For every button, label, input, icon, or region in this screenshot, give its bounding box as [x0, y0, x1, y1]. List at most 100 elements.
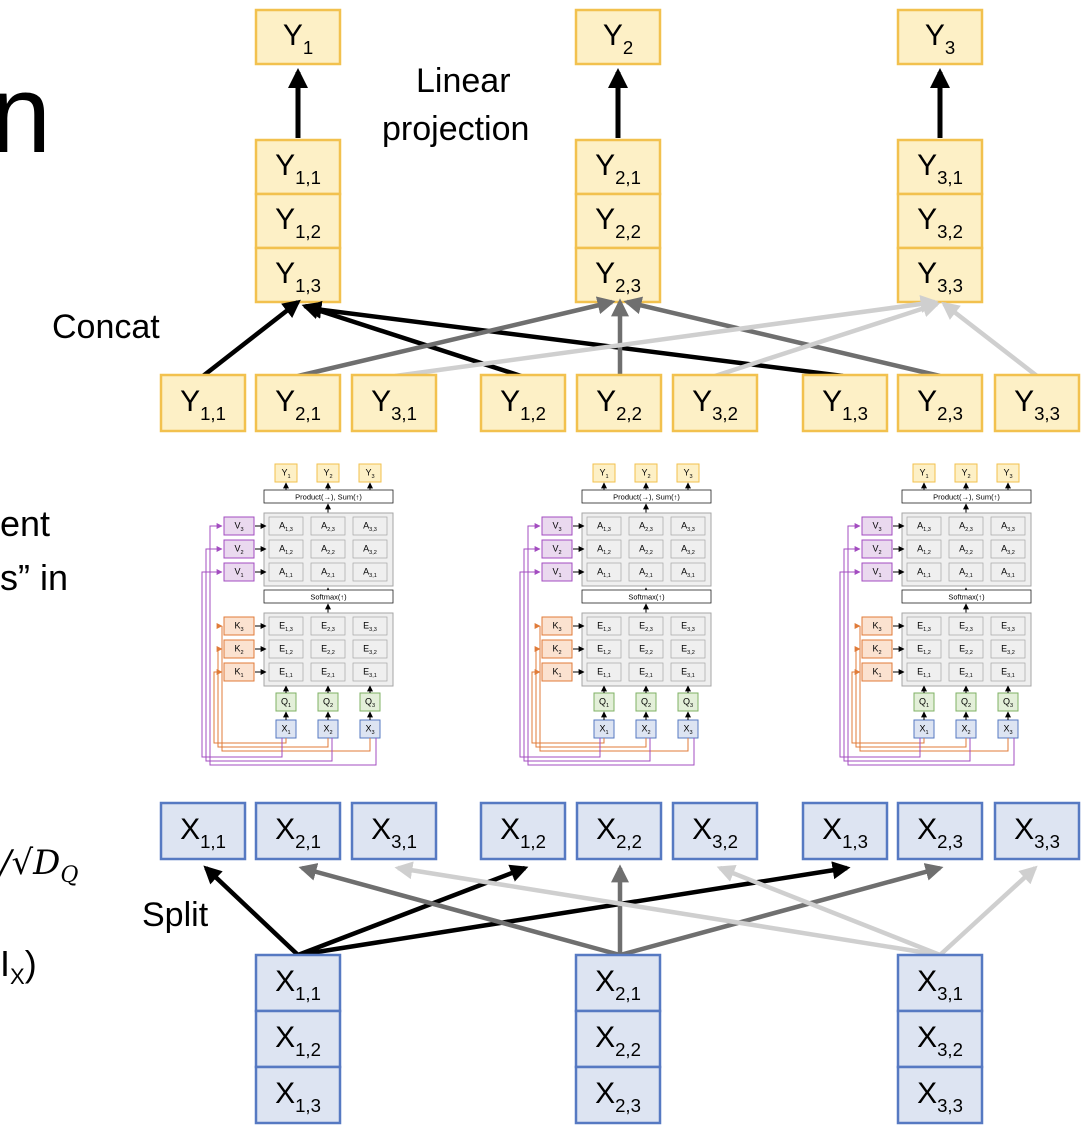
k-box-1: K3 [861, 616, 893, 636]
e-cell-1-1-label-base: E [279, 620, 285, 630]
clipped-formula: /√DQ [0, 846, 78, 887]
e-cell-1-2: E2,3 [310, 616, 346, 636]
output-y1-box-rect [254, 8, 342, 66]
k-box-3-label-base: K [234, 666, 240, 676]
y-stack-2-cell-2: Y2,2 [574, 192, 662, 250]
e-cell-2-3-label: E3,2 [681, 643, 695, 656]
e-cell-1-2: E2,3 [948, 616, 984, 636]
e-cell-1-3-label-sub: 3,3 [369, 627, 377, 633]
y-stack-2-cell-1-label: Y2,1 [595, 149, 641, 188]
e-cell-1-3: E3,3 [670, 616, 706, 636]
a-cell-3-1-rect [586, 562, 622, 582]
y-stack-1-cell-3-label-base: Y [275, 257, 295, 290]
v-box-2-rect [861, 539, 893, 559]
e-cell-1-2-rect [310, 616, 346, 636]
split-x-box-8-label-sub: 2,3 [937, 831, 963, 852]
k-box-3-label-sub: 1 [558, 673, 561, 679]
product-sum-text: Product(→), Sum(↑) [295, 493, 362, 502]
a-cell-3-2-rect [310, 562, 346, 582]
e-cell-2-3-label-sub: 3,2 [1007, 650, 1015, 656]
k-box-3-label-sub: 1 [878, 673, 881, 679]
a-cell-3-3-label: A3,1 [681, 566, 695, 579]
x-to-k-route-1 [213, 669, 287, 744]
y-stack-2-cell-1: Y2,1 [574, 138, 662, 196]
x-box-2-label-sub: 2 [329, 730, 332, 736]
x-to-v-route-1 [839, 569, 921, 758]
concat-y-box-2-label-sub: 2,1 [295, 403, 321, 424]
e-cell-3-1-rect [586, 662, 622, 682]
split-x-box-5-label-base: X [596, 813, 616, 846]
y-stack-1-cell-1-label: Y1,1 [275, 149, 321, 188]
a-cell-3-2: A2,1 [310, 562, 346, 582]
k-box-2: K2 [223, 639, 255, 659]
clipped-formula-sub: Q [60, 862, 79, 888]
x-box-2: X2 [635, 719, 657, 739]
x-to-v-route-3 [209, 523, 377, 766]
v-box-1-label: V3 [872, 520, 881, 533]
y-stack-1-cell-2-label-base: Y [275, 203, 295, 236]
e-cell-1-3-label-base: E [1001, 620, 1007, 630]
e-cell-3-3-label-base: E [363, 666, 369, 676]
e-cell-2-2-label-base: E [959, 643, 965, 653]
a-cell-3-3-label-base: A [363, 566, 369, 576]
e-cell-2-1-label-sub: 1,2 [285, 650, 293, 656]
a-cell-1-1-label-base: A [917, 520, 923, 530]
q-box-1-label: Q1 [919, 696, 929, 709]
e-cell-1-3: E3,3 [990, 616, 1026, 636]
e-cell-2-3: E3,2 [990, 639, 1026, 659]
e-cell-3-1-label-base: E [279, 666, 285, 676]
split-x-box-6-rect [671, 801, 759, 861]
concat-y-box-3-rect [350, 373, 438, 433]
a-cell-2-3-rect [990, 539, 1026, 559]
output-y1-box: Y1 [254, 8, 342, 66]
concat-y-box-5: Y2,2 [575, 373, 663, 433]
a-cell-1-2: A2,3 [948, 516, 984, 536]
clipped-title-fragment: n [0, 53, 52, 176]
e-cell-2-3-rect [670, 639, 706, 659]
k-box-2: K2 [541, 639, 573, 659]
x-box-3-label-base: X [365, 723, 371, 733]
concat-arrow-1 [201, 299, 301, 378]
k-box-3-label-base: K [552, 666, 558, 676]
a-cell-3-3-label-base: A [1001, 566, 1007, 576]
split-x-box-4-rect [479, 801, 567, 861]
concat-y-box-6: Y3,2 [671, 373, 759, 433]
k-box-2-label: K2 [234, 643, 243, 656]
e-cell-3-3: E3,1 [352, 662, 388, 682]
q-box-2: Q2 [317, 692, 339, 712]
y-stack-1-cell-3: Y1,3 [254, 246, 342, 304]
x-stack-2-cell-2-rect [574, 1009, 662, 1069]
concat-y-box-5-label-sub: 2,2 [616, 403, 642, 424]
q-box-2-label: Q2 [323, 696, 333, 709]
e-cell-3-1: E1,1 [268, 662, 304, 682]
x-stack-1-cell-3-label-sub: 1,3 [295, 1095, 321, 1116]
a-cell-1-2-rect [628, 516, 664, 536]
a-cell-1-2-label: A2,3 [639, 520, 653, 533]
y-stack-3-cell-3-label-base: Y [917, 257, 937, 290]
softmax-rect [263, 589, 394, 604]
e-cell-3-2-rect [948, 662, 984, 682]
concat-arrow-7 [394, 295, 939, 379]
split-x-box-6: X3,2 [671, 801, 759, 861]
e-cell-2-1-rect [586, 639, 622, 659]
k-box-2-label-base: K [234, 643, 240, 653]
y-stack-2-cell-2-label-base: Y [595, 203, 615, 236]
e-cell-2-1-label-sub: 1,2 [923, 650, 931, 656]
a-cell-2-2-label-base: A [959, 543, 965, 553]
split-x-box-2-rect [254, 801, 342, 861]
concat-arrow-3 [303, 300, 844, 379]
a-cell-3-3-label-sub: 3,1 [687, 573, 695, 579]
a-cell-3-2: A2,1 [628, 562, 664, 582]
a-cell-1-2-label-sub: 2,3 [965, 527, 973, 533]
e-cell-1-3-label-base: E [681, 620, 687, 630]
a-cell-1-3-label: A3,3 [363, 520, 377, 533]
a-cell-2-3-label-sub: 3,2 [687, 550, 695, 556]
x-stack-3-cell-3-rect [896, 1065, 984, 1125]
concat-y-box-9: Y3,3 [993, 373, 1081, 433]
x-to-v-route-1 [201, 569, 283, 758]
clipped-text-line4: IX) [0, 946, 37, 988]
split-x-box-3-rect [350, 801, 438, 861]
x-stack-1-cell-1: X1,1 [254, 953, 342, 1013]
split-x-box-9: X3,3 [993, 801, 1081, 861]
head-output-2-label-sub: 2 [967, 474, 970, 480]
